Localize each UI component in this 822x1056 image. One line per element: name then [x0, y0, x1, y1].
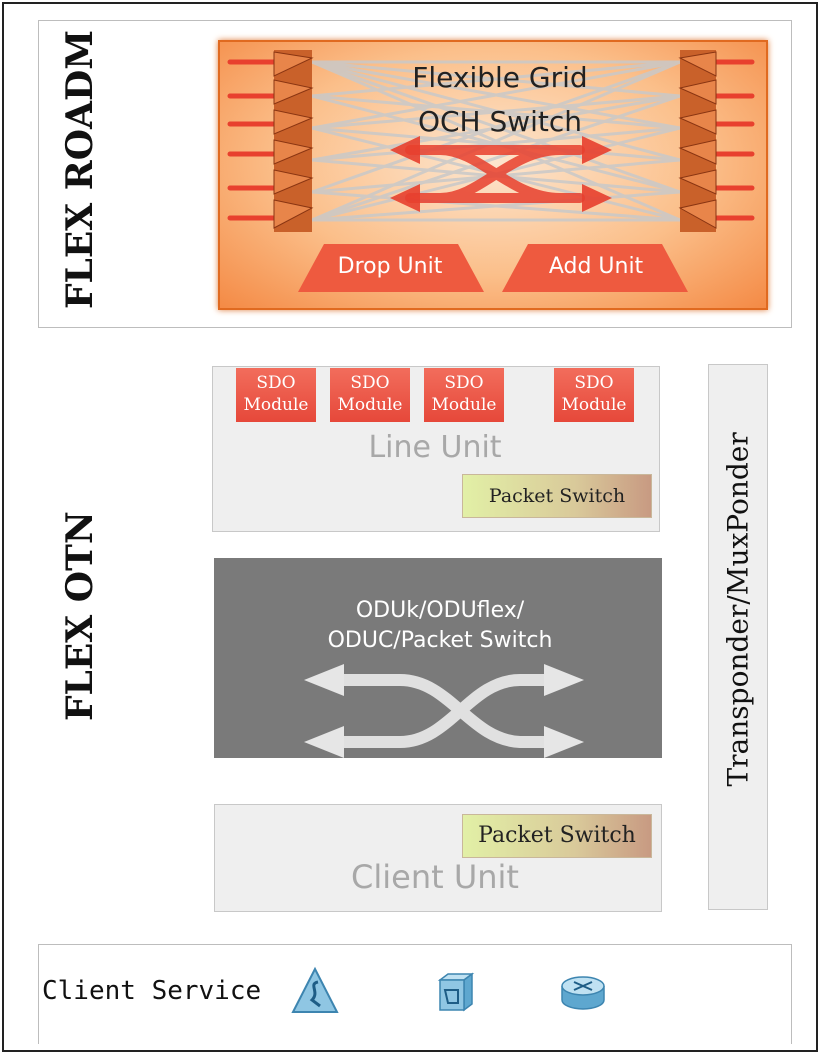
och-cross-arrows — [405, 145, 585, 203]
odu-switch-title: ODUk/ODUflex/ ODUC/Packet Switch — [260, 596, 620, 656]
cube-device-icon — [437, 972, 475, 1012]
triangle-service-icon — [291, 966, 339, 1013]
line-unit-title: Line Unit — [368, 430, 502, 465]
client-unit-title: Client Unit — [351, 858, 519, 896]
drop-unit-label: Drop Unit — [337, 254, 443, 279]
transponder-label: Transponder/MuxPonder — [721, 432, 755, 787]
client-service-label: Client Service — [42, 976, 262, 1006]
client-service-section — [38, 944, 792, 1044]
odu-title-line1: ODUk/ODUflex/ — [355, 598, 525, 623]
right-fibers — [713, 59, 755, 221]
och-switch-graphic — [227, 50, 755, 292]
router-icon — [561, 976, 605, 1010]
add-unit-shape — [502, 244, 688, 292]
right-wss-stack — [678, 50, 717, 232]
och-title-line1: Flexible Grid — [412, 61, 588, 94]
add-unit-label: Add Unit — [548, 254, 644, 279]
drop-unit-shape — [298, 244, 484, 292]
och-title-line2: OCH Switch — [417, 105, 583, 138]
och-switch-title: Flexible Grid OCH Switch — [340, 56, 660, 144]
och-arrowheads — [390, 136, 612, 212]
line-packet-switch: Packet Switch — [462, 474, 652, 518]
left-wss-stack — [273, 50, 314, 232]
odu-title-line2: ODUC/Packet Switch — [327, 628, 553, 653]
client-packet-switch: Packet Switch — [462, 814, 652, 858]
roadm-section — [38, 20, 792, 328]
left-fibers — [227, 59, 278, 221]
transponder-box — [708, 364, 768, 910]
